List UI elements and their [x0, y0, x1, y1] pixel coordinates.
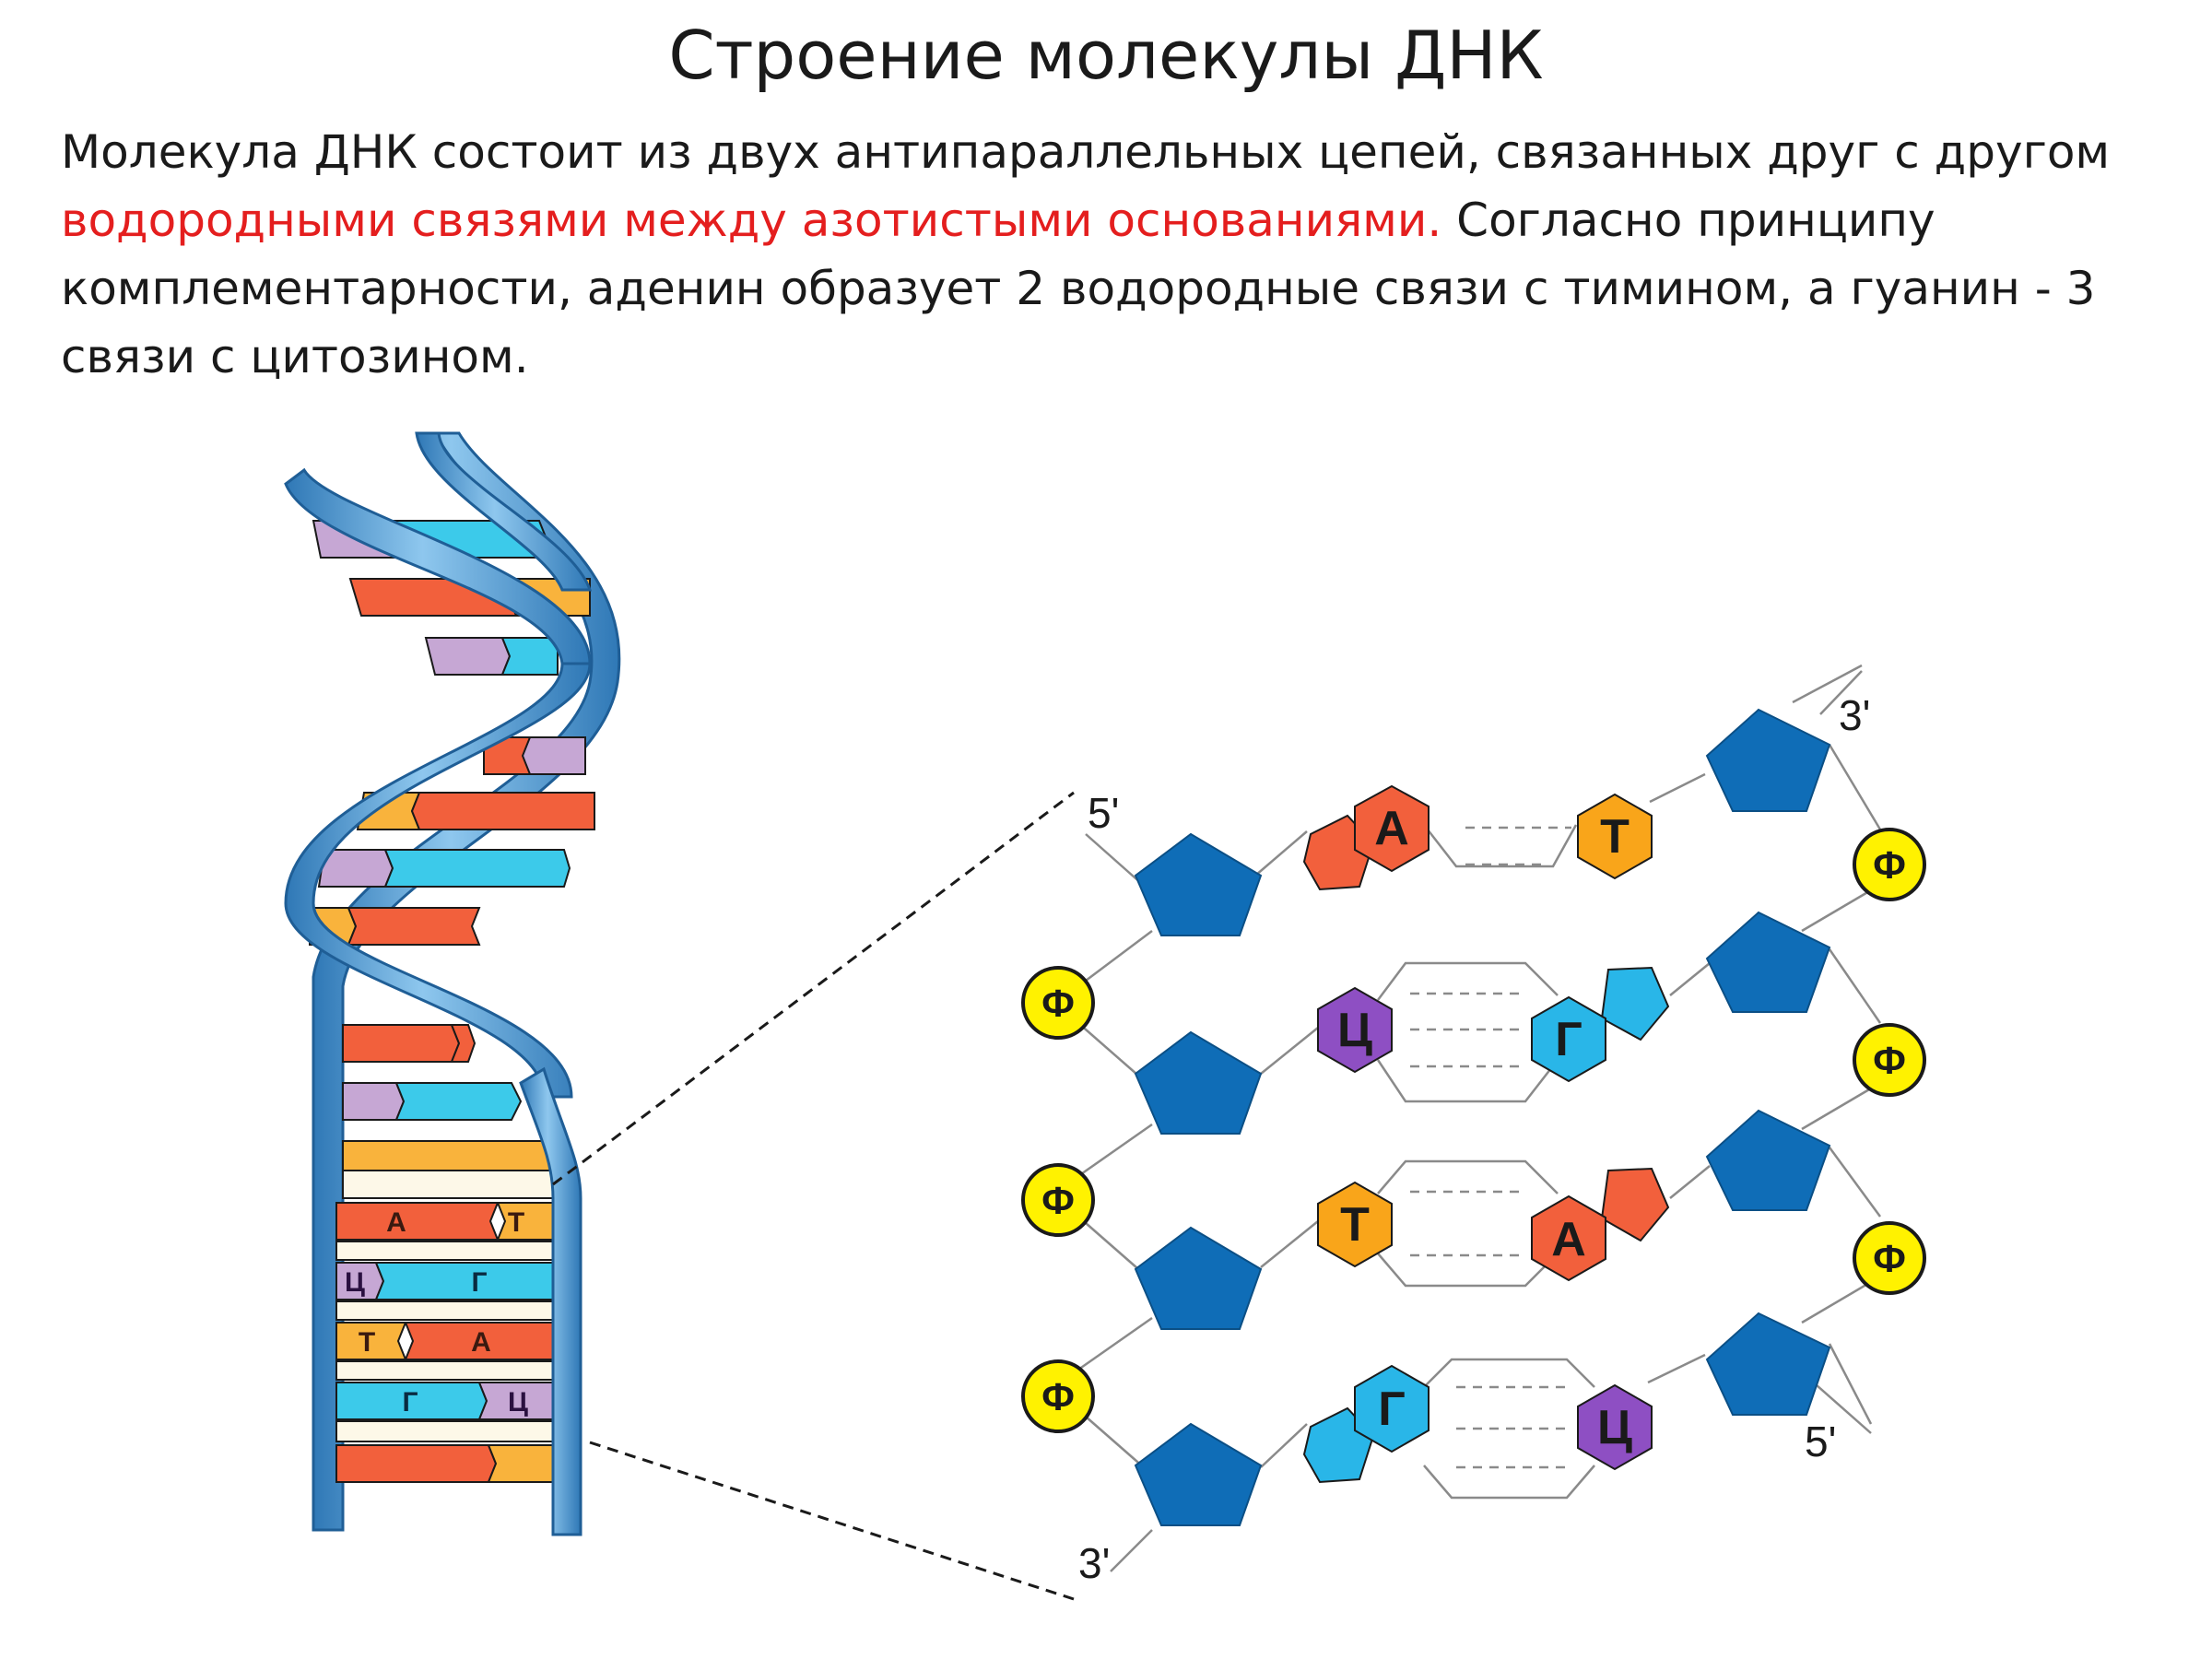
- helix-pair-ta-left-label: Т: [359, 1327, 375, 1358]
- right-strand-bottom-end: 5': [1805, 1418, 1836, 1465]
- phosphate-right-3: Ф: [1853, 1221, 1926, 1295]
- rung: [347, 907, 481, 946]
- base-thymine-2: Т: [1317, 1181, 1393, 1268]
- helix-pair-cg-right-label: Г: [471, 1267, 487, 1298]
- helix-front-strand-top: [415, 431, 593, 592]
- base-guanine-2: Г: [1302, 1364, 1430, 1484]
- base-thymine: Т: [1577, 793, 1653, 880]
- helix-back-strand: [312, 431, 621, 1532]
- base-cytosine-2: Ц: [1577, 1383, 1653, 1471]
- description-highlight: водородными связями между азотистыми осн…: [61, 194, 1442, 247]
- zoom-line-bottom: [589, 1441, 1075, 1601]
- description-text-1: Молекула ДНК состоит из двух антипаралле…: [61, 125, 2111, 179]
- helix-pair-at-left-label: А: [386, 1207, 406, 1238]
- detail-pair-2-right-label: Г: [1555, 1013, 1582, 1066]
- detail-pair-1-left-label: А: [1374, 802, 1409, 855]
- phosphate-label: Ф: [1041, 1179, 1075, 1222]
- sugar-pentagon: [1134, 832, 1263, 936]
- description-paragraph: Молекула ДНК состоит из двух антипаралле…: [61, 118, 2144, 391]
- phosphate-label: Ф: [1873, 1039, 1906, 1082]
- page-title: Строение молекулы ДНК: [668, 17, 1544, 94]
- phosphate-right-1: Ф: [1853, 828, 1926, 901]
- right-strand-top-end: 3': [1839, 691, 1870, 739]
- sugars: [1134, 708, 1831, 1526]
- sugar-pentagon: [1705, 1312, 1831, 1416]
- phosphate-left-1: Ф: [1021, 966, 1095, 1040]
- rung: [483, 736, 532, 775]
- rung: [342, 1024, 461, 1063]
- rung: [450, 1024, 477, 1063]
- dna-helix: А Т Ц Г Т А: [284, 431, 621, 1536]
- helix-pair-gc: Г Ц: [335, 1382, 565, 1420]
- rung: [394, 1082, 523, 1121]
- rung: [342, 1082, 406, 1121]
- helix-upper-rungs: [309, 520, 595, 946]
- helix-pair-ta-right-label: А: [471, 1327, 491, 1358]
- sugar-pentagon: [1705, 911, 1831, 1013]
- rung: [520, 736, 586, 775]
- helix-pair-at: А Т: [335, 1202, 565, 1241]
- sugar-pentagon: [1134, 1422, 1263, 1526]
- rung: [383, 849, 571, 888]
- sugar-pentagon: [1705, 1109, 1831, 1211]
- phosphate-label: Ф: [1873, 843, 1906, 887]
- phosphate-right-2: Ф: [1853, 1023, 1926, 1097]
- phosphate-label: Ф: [1873, 1237, 1906, 1280]
- rung: [500, 637, 559, 676]
- detail-pair-4-left-label: Г: [1378, 1382, 1405, 1436]
- sugar-pentagon: [1134, 1030, 1263, 1135]
- base-cytosine: Ц: [1317, 986, 1393, 1074]
- phosphate-label: Ф: [1041, 982, 1075, 1025]
- phosphates: Ф Ф Ф Ф Ф Ф: [1021, 828, 1926, 1433]
- rung: [404, 1322, 565, 1360]
- helix-front-strand-lower: [519, 1066, 582, 1536]
- phosphate-label: Ф: [1041, 1375, 1075, 1418]
- base-adenine-2: А: [1531, 1167, 1670, 1282]
- phosphate-left-2: Ф: [1021, 1163, 1095, 1237]
- helix-pair-gc-left-label: Г: [402, 1387, 418, 1418]
- helix-pair-cg-left-label: Ц: [345, 1267, 365, 1298]
- rung: [374, 1262, 561, 1300]
- detail-pair-1-right-label: Т: [1600, 810, 1630, 864]
- hydrogen-bonds: [1376, 824, 1595, 1500]
- helix-front-strand-upper: [284, 467, 592, 665]
- description-text-2: Согласно принципу комплементарности, аде…: [61, 194, 2096, 383]
- left-strand-top-end: 5': [1088, 789, 1119, 837]
- helix-pair-at-right-label: Т: [508, 1207, 524, 1238]
- rung-blank: [335, 1300, 561, 1321]
- helix-pair-gc-right-label: Ц: [508, 1387, 528, 1418]
- detail-pair-3-left-label: Т: [1340, 1198, 1370, 1252]
- phosphate-left-3: Ф: [1021, 1359, 1095, 1433]
- rung: [335, 1202, 500, 1241]
- rung: [477, 1382, 565, 1420]
- rung-blank: [335, 1360, 565, 1381]
- detail-pair-3-right-label: А: [1551, 1213, 1586, 1266]
- detail-pair-4-right-label: Ц: [1597, 1401, 1632, 1454]
- helix-pair-ta: Т А: [335, 1322, 565, 1360]
- rung-blank: [342, 1170, 560, 1199]
- rung: [335, 1322, 407, 1360]
- zoom-line-top: [552, 791, 1075, 1186]
- base-adenine: А: [1302, 784, 1430, 891]
- rung: [410, 792, 595, 830]
- rung-blank: [335, 1241, 565, 1261]
- left-strand-bottom-end: 3': [1078, 1539, 1110, 1587]
- detail-pair-2-left-label: Ц: [1337, 1004, 1372, 1057]
- rung-blank: [335, 1420, 565, 1442]
- sugar-pentagon: [1134, 1226, 1263, 1330]
- sugar-pentagon: [1705, 708, 1831, 812]
- dna-detail: Ф Ф Ф Ф Ф Ф: [1021, 664, 1926, 1587]
- helix-pair-cg: Ц Г: [335, 1262, 561, 1300]
- rung: [424, 637, 512, 676]
- rung: [487, 1444, 565, 1483]
- base-guanine: Г: [1531, 966, 1670, 1083]
- rung: [335, 1444, 498, 1483]
